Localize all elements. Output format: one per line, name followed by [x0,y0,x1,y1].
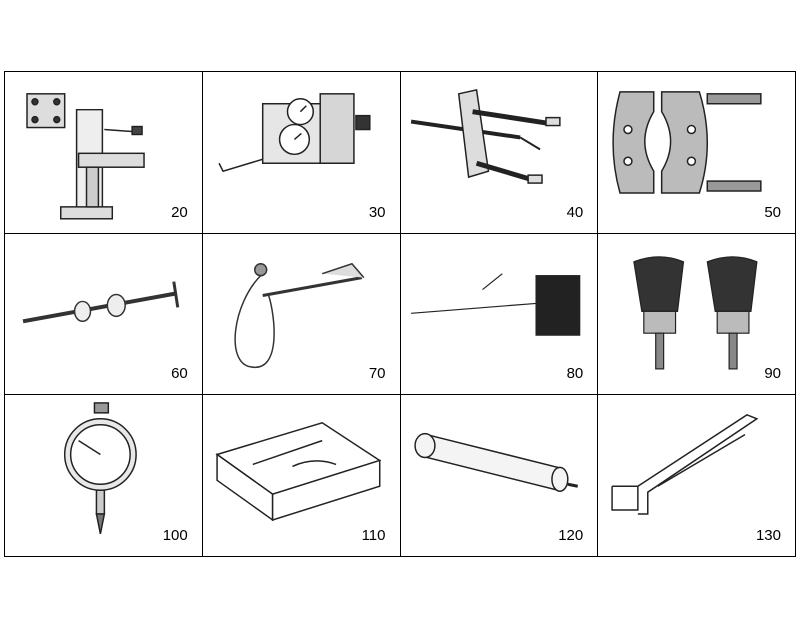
tool-cell-90: 90 [598,233,796,396]
mounting-bracket-icon [26,93,145,220]
tool-cell-120: 120 [400,395,599,557]
wire-cup-brush-icon [633,255,758,370]
tool-number: 110 [361,527,386,544]
tool-number: 100 [162,527,188,544]
tool-cell-100: 100 [5,395,203,557]
cable-tool-icon [234,262,365,368]
tool-number: 80 [566,365,584,383]
three-jaw-puller-icon [410,88,561,184]
cylindrical-mandrel-icon [413,433,578,493]
bore-brush-icon [410,272,580,336]
tool-cell-130: 130 [598,395,796,557]
bearing-separator-icon [612,91,762,194]
tool-number: 90 [764,365,781,383]
tool-cell-30: 30 [202,72,401,234]
tool-cell-40: 40 [400,72,599,234]
tool-cell-50: 50 [598,72,796,234]
pressure-gauge-set-icon [218,93,371,173]
tool-number: 60 [171,365,188,383]
tool-grid: 20 30 4 [4,71,796,557]
tool-cell-110: 110 [202,395,401,557]
tool-cell-70: 70 [202,233,401,396]
dial-indicator-icon [63,402,137,535]
tool-number: 130 [755,527,781,544]
tool-cell-20: 20 [5,72,203,234]
tool-number: 30 [368,203,386,221]
tool-number: 20 [171,203,188,221]
tool-cell-80: 80 [400,233,599,396]
magnetic-base-plate-icon [215,422,382,522]
bent-rod-tool-icon [611,414,759,516]
tool-number: 50 [764,203,781,221]
tool-number: 70 [368,365,386,383]
tool-cell-60: 60 [5,233,203,396]
slide-hammer-icon [22,281,180,323]
tool-number: 120 [558,527,584,544]
tool-number: 40 [566,203,584,221]
